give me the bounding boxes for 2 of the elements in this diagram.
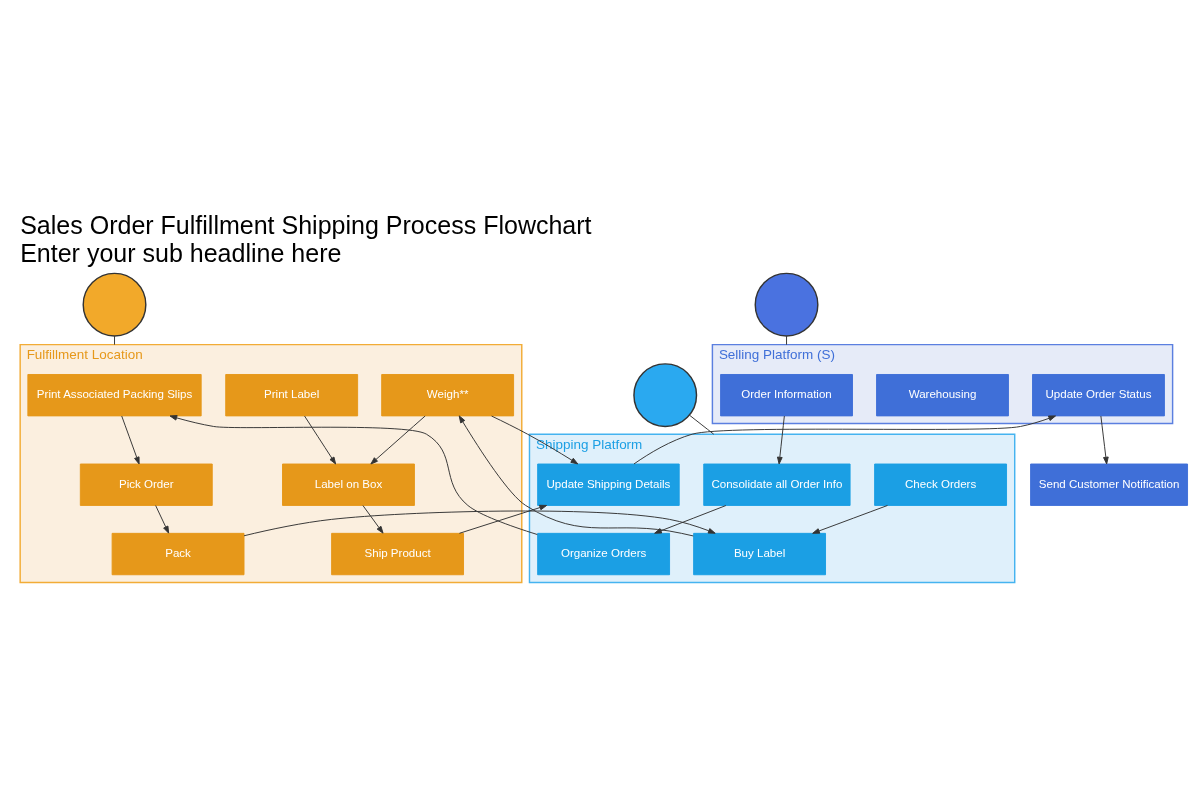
caption: Enter your sub headline here bbox=[20, 238, 342, 267]
diagram-title: Sales Order Fulfillment Shipping Process Flowchart bbox=[20, 210, 592, 239]
